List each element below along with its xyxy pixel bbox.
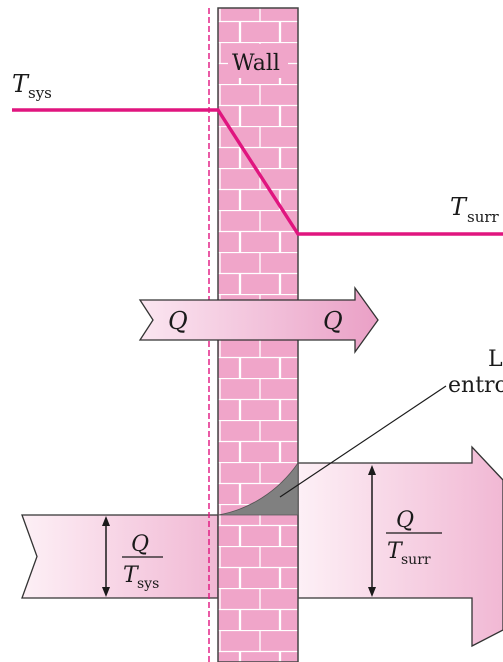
q-over-tsurr-numerator: Q — [396, 508, 414, 533]
heat-q-right: Q — [323, 307, 343, 335]
entropy-label-line2: entro — [448, 373, 503, 398]
heat-q-left: Q — [168, 307, 188, 335]
q-over-tsys-numerator: Q — [131, 532, 149, 557]
t-surr-label: Tsurr — [450, 193, 500, 226]
wall-label: Wall — [232, 51, 280, 76]
entropy-label-line1: L — [488, 347, 503, 372]
t-sys-label: Tsys — [12, 70, 52, 102]
entropy-in-arrow — [22, 515, 218, 598]
